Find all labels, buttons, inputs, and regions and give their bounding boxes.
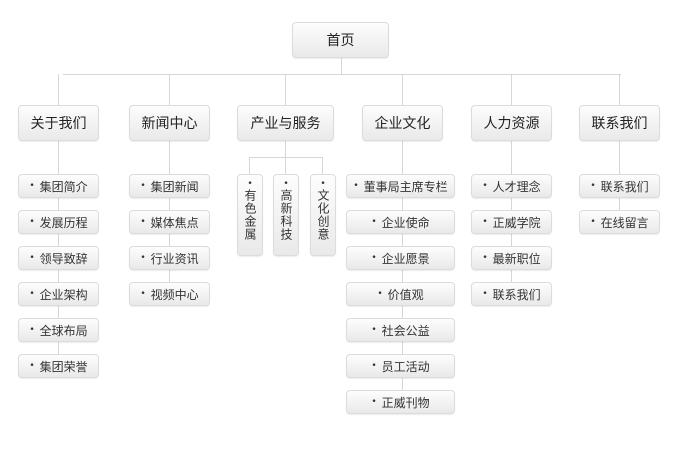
subitem-0-3[interactable]: 企业架构 xyxy=(18,282,99,306)
subitem-0-4[interactable]: 全球布局 xyxy=(18,318,99,342)
bullet: • xyxy=(283,179,289,189)
connector-line xyxy=(402,74,403,105)
connector-line xyxy=(285,157,286,174)
subitem-1-2[interactable]: 行业资讯 xyxy=(129,246,210,270)
subitem-0-5[interactable]: 集团荣誉 xyxy=(18,354,99,378)
subitem-3-5[interactable]: 员工活动 xyxy=(346,354,455,378)
connector-line xyxy=(285,74,286,105)
subitem-5-0[interactable]: 联系我们 xyxy=(579,174,660,198)
subitem-1-3[interactable]: 视频中心 xyxy=(129,282,210,306)
subitem-4-0[interactable]: 人才理念 xyxy=(471,174,552,198)
section-2[interactable]: 产业与服务 xyxy=(237,105,334,141)
subitem-label: 文化创意 xyxy=(316,189,330,241)
subitem-3-4[interactable]: 社会公益 xyxy=(346,318,455,342)
subitem-label: 高新科技 xyxy=(279,189,293,241)
bullet: • xyxy=(320,179,326,189)
section-4[interactable]: 人力资源 xyxy=(471,105,552,141)
subitem-1-0[interactable]: 集团新闻 xyxy=(129,174,210,198)
subitem-0-2[interactable]: 领导致辞 xyxy=(18,246,99,270)
connector-line xyxy=(58,74,59,105)
subitem-0-0[interactable]: 集团简介 xyxy=(18,174,99,198)
subitem-2-1[interactable]: •高新科技 xyxy=(273,174,299,256)
subitem-1-1[interactable]: 媒体焦点 xyxy=(129,210,210,234)
section-0[interactable]: 关于我们 xyxy=(18,105,99,141)
subitem-3-0[interactable]: 董事局主席专栏 xyxy=(346,174,455,198)
subitem-3-3[interactable]: 价值观 xyxy=(346,282,455,306)
connector-line xyxy=(63,74,621,75)
subitem-3-1[interactable]: 企业使命 xyxy=(346,210,455,234)
subitem-label: 有色金属 xyxy=(243,189,257,241)
connector-line xyxy=(169,74,170,105)
subitem-4-2[interactable]: 最新职位 xyxy=(471,246,552,270)
section-1[interactable]: 新闻中心 xyxy=(129,105,210,141)
connector-line xyxy=(511,74,512,105)
subitem-4-1[interactable]: 正威学院 xyxy=(471,210,552,234)
subitem-5-1[interactable]: 在线留言 xyxy=(579,210,660,234)
section-3[interactable]: 企业文化 xyxy=(362,105,443,141)
connector-line xyxy=(341,58,342,74)
section-5[interactable]: 联系我们 xyxy=(579,105,660,141)
subitem-3-6[interactable]: 正威刊物 xyxy=(346,390,455,414)
subitem-3-2[interactable]: 企业愿景 xyxy=(346,246,455,270)
connector-line xyxy=(249,157,323,158)
subitem-2-0[interactable]: •有色金属 xyxy=(237,174,263,256)
bullet: • xyxy=(247,179,253,189)
subitem-4-3[interactable]: 联系我们 xyxy=(471,282,552,306)
connector-line xyxy=(249,157,250,174)
connector-line xyxy=(619,74,620,105)
subitem-2-2[interactable]: •文化创意 xyxy=(310,174,336,256)
connector-line xyxy=(322,157,323,174)
home-node[interactable]: 首页 xyxy=(292,22,389,58)
subitem-0-1[interactable]: 发展历程 xyxy=(18,210,99,234)
connector-line xyxy=(285,141,286,157)
